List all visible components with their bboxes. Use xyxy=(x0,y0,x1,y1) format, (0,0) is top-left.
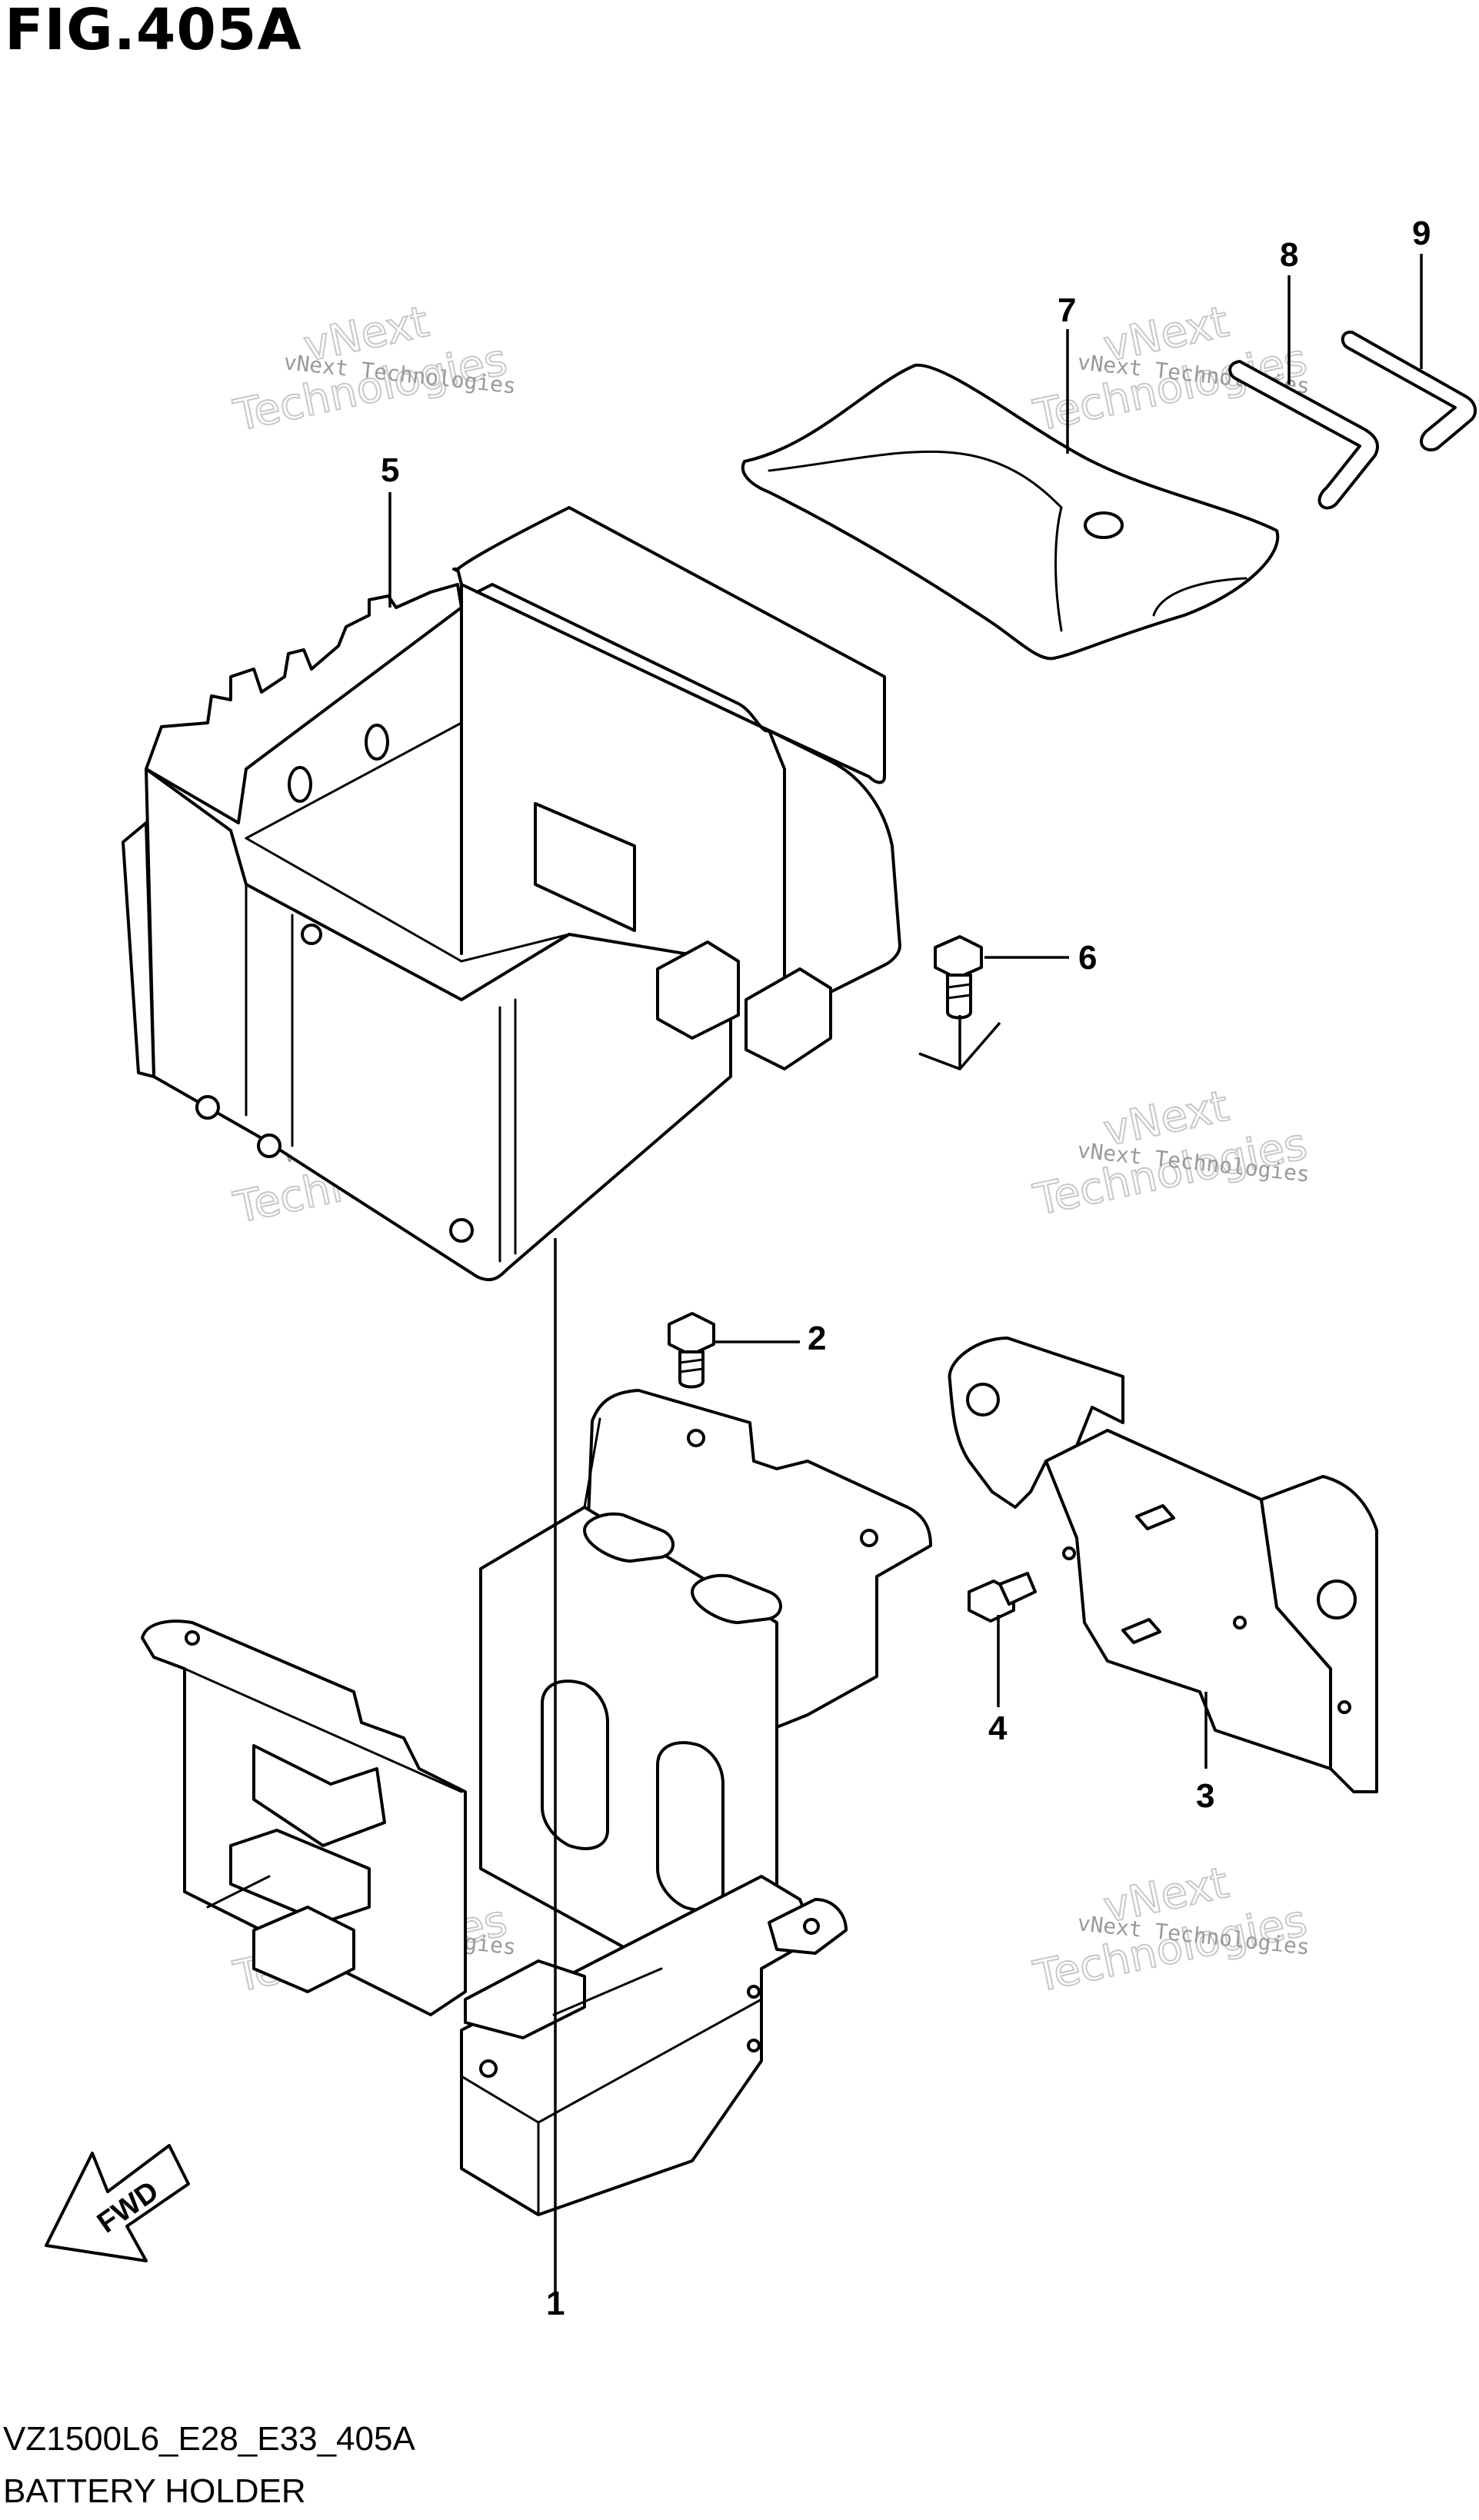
part-5-battery-case xyxy=(122,506,901,1282)
callout-3: 3 xyxy=(1196,1777,1214,1815)
callout-2: 2 xyxy=(808,1320,826,1357)
callout-8: 8 xyxy=(1280,236,1298,274)
part-4-bolt xyxy=(968,1572,1037,1623)
watermark-top-left: vNext Technologies vNext Technologies xyxy=(228,296,517,442)
figure-title: FIG.405A xyxy=(5,0,302,63)
part-7-cover-pad xyxy=(741,363,1280,661)
figure-code: VZ1500L6_E28_E33_405A xyxy=(3,2420,415,2458)
fwd-arrow: FWD xyxy=(45,2144,190,2262)
callout-6: 6 xyxy=(1078,939,1097,977)
watermark-mid-right: vNext Technologies vNext Technologies xyxy=(1028,1080,1311,1227)
figure-name: BATTERY HOLDER xyxy=(3,2472,306,2510)
part-1-holder-bracket xyxy=(141,1389,932,2216)
callout-5: 5 xyxy=(381,451,399,489)
callout-9: 9 xyxy=(1412,215,1431,252)
part-8-hex-key xyxy=(1228,360,1379,510)
part-2-bolt xyxy=(668,1312,715,1389)
watermark-low-right: vNext Technologies vNext Technologies xyxy=(1028,1857,1311,2003)
part-6-bolt xyxy=(934,935,983,1020)
callout-numbers: 1 2 3 4 5 6 7 8 9 xyxy=(381,215,1431,2322)
bolt-6-path xyxy=(918,1015,1001,1071)
callout-1: 1 xyxy=(546,2285,565,2322)
callout-7: 7 xyxy=(1058,291,1076,329)
part-3-bracket xyxy=(948,1337,1378,1793)
leader-lines xyxy=(388,254,1423,2292)
callout-4: 4 xyxy=(988,1709,1008,1747)
part-9-hex-key xyxy=(1341,330,1477,452)
